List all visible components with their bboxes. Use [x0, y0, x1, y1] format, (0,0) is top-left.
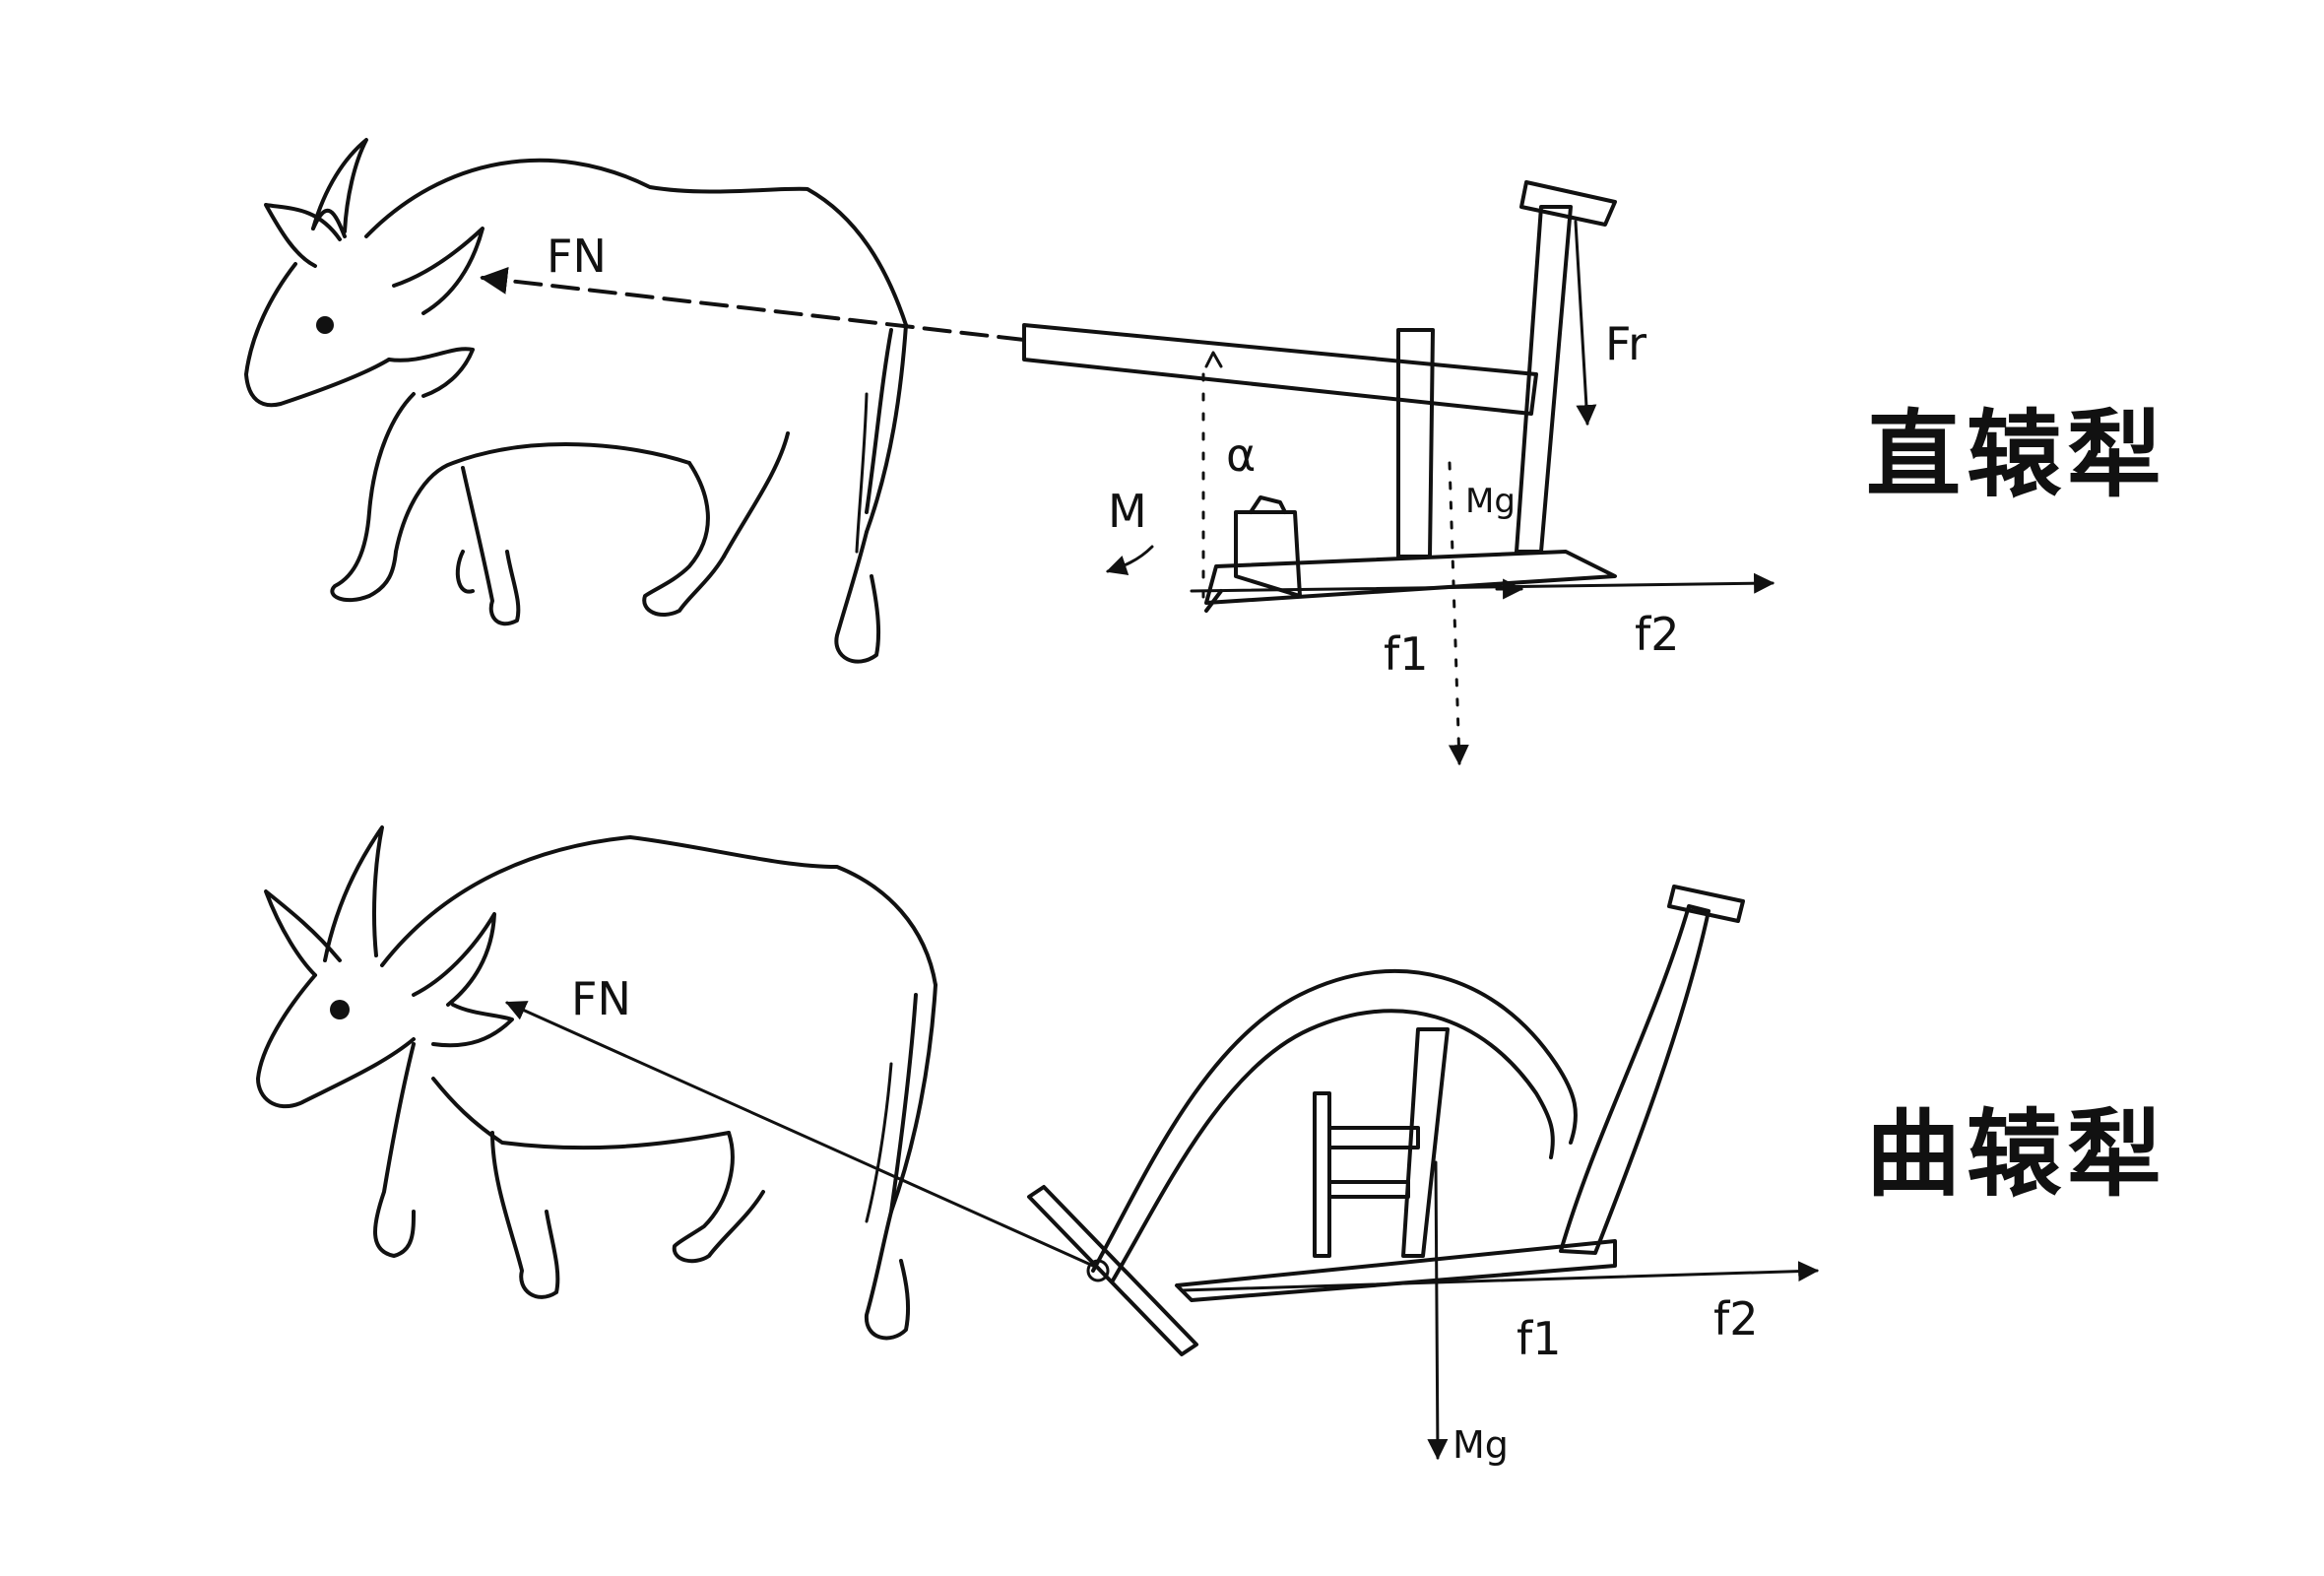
title-straight-plough: 直辕犁: [1866, 400, 2167, 510]
label-moment-top: M: [1108, 485, 1147, 538]
label-f2-bottom: f2: [1713, 1292, 1758, 1346]
panel-straight-plough: FN α M Fr Mg: [244, 138, 2167, 766]
label-fn-top: FN: [547, 230, 607, 283]
friction-arrow-top: [1190, 572, 1775, 594]
panel-curved-plough: FN Mg f1 f2 曲辕犁: [256, 825, 2167, 1467]
label-angle-top: α: [1226, 428, 1256, 482]
label-mg-top: Mg: [1465, 482, 1516, 521]
title-curved-plough: 曲辕犁: [1866, 1099, 2167, 1210]
friction-arrow-bottom: [1180, 1261, 1820, 1292]
moment-arrow-top: [1106, 545, 1154, 575]
label-fr-top: Fr: [1605, 317, 1646, 370]
pull-line-top: [480, 266, 1026, 342]
label-fn-bottom: FN: [571, 972, 631, 1025]
label-mg-bottom: Mg: [1452, 1423, 1509, 1467]
curved-shaft: [1027, 885, 1745, 1356]
label-f1-bottom: f1: [1517, 1312, 1561, 1365]
weight-line-top: [1448, 461, 1469, 766]
straight-shaft: [1022, 180, 1617, 613]
label-f1-top: f1: [1384, 627, 1428, 681]
weight-line-bottom: [1427, 1160, 1449, 1461]
label-f2-top: f2: [1635, 608, 1679, 661]
ox-drawing-bottom: [256, 825, 937, 1341]
ox-drawing-top: [244, 138, 908, 664]
hand-force-arrow-top: [1574, 220, 1597, 427]
pull-line-bottom: [505, 1001, 1095, 1268]
